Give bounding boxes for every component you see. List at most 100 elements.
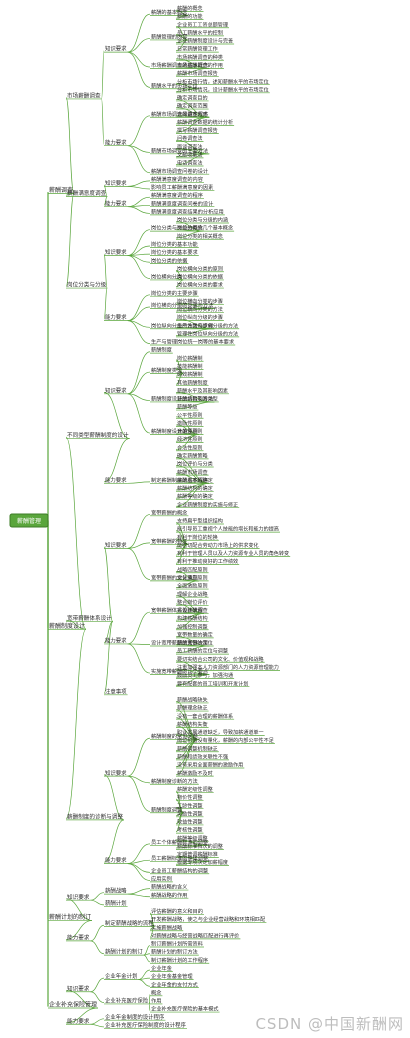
sub-topic[interactable]: 实施宽带薪酬的几个要点 [151, 667, 208, 675]
sub-topic[interactable]: 没有一套合理的薪酬体系 [177, 713, 233, 720]
sub-topic[interactable]: 市场薪酬调查的基本概念 [151, 61, 208, 69]
sub-topic[interactable]: 应用实例 [151, 875, 172, 883]
sub-topic[interactable]: 企业员工工资总额管理 [177, 21, 228, 28]
sub-topic[interactable]: 薪酬战略缺失 [177, 697, 208, 704]
sub-topic[interactable]: 薪酬结构失衡 [177, 721, 208, 728]
sub-topic[interactable]: 有利于管理人员以及人力资源专业人员的角色转变 [177, 550, 289, 557]
sub-topic[interactable]: 岗位分类的基本要求 [151, 248, 199, 256]
sub-topic[interactable]: 能力要求 [105, 138, 127, 146]
sub-topic[interactable]: 其他薪酬制度 [177, 379, 208, 386]
sub-topic[interactable]: 薪酬等级调整 [177, 835, 208, 842]
sub-topic[interactable]: 没有采用全面薪酬的激励作用 [177, 762, 243, 769]
sub-topic[interactable]: 分析市场行情，述知薪酬水平的市场定位 [177, 78, 269, 85]
sub-topic[interactable]: 薪酬制度的诊断与调整 [67, 812, 123, 820]
sub-topic[interactable]: 薪酬制度 [151, 346, 172, 354]
sub-topic[interactable]: 宽带薪酬体系设计 [67, 614, 112, 622]
sub-topic[interactable]: 薪酬管理的内容 [151, 33, 187, 41]
sub-topic[interactable]: 物价性调整 [177, 794, 202, 801]
sub-topic[interactable]: 知识要求 [105, 179, 127, 187]
sub-topic[interactable]: 企业年金计划 [105, 972, 137, 980]
sub-topic[interactable]: 宽带薪酬的特征 [151, 537, 187, 545]
sub-topic[interactable]: 开发薪酬战略，使之与企业经营战略和环境相匹配 [151, 915, 266, 923]
sub-topic[interactable]: 完善薪酬调查 [177, 607, 208, 614]
sub-topic[interactable]: 能力要求 [67, 1017, 90, 1025]
sub-topic[interactable]: 鼓励员工参与，加强沟通 [177, 672, 233, 679]
sub-topic[interactable]: 企业年金的支付方式 [151, 980, 199, 988]
sub-topic[interactable]: 奖励性调整 [177, 810, 202, 817]
sub-topic[interactable]: 能力要求 [105, 637, 127, 645]
sub-topic[interactable]: 薪酬战略的含义 [151, 883, 187, 891]
sub-topic[interactable]: 竞争性原则 [177, 428, 202, 435]
sub-topic[interactable]: 薪酬市场调查报告 [177, 70, 218, 77]
sub-topic[interactable]: 面谈调查法 [177, 143, 202, 150]
sub-topic[interactable]: 战略匹配原则 [177, 566, 208, 573]
sub-topic[interactable]: 薪酬调查数据的统计分析 [177, 119, 233, 126]
sub-topic[interactable]: 对薪酬战略与经营战略匹配进行再评价 [151, 931, 240, 939]
sub-topic[interactable]: 薪酬战略的作用 [151, 891, 187, 899]
sub-topic[interactable]: 评估薪酬的意义和目的 [151, 907, 203, 915]
sub-topic[interactable]: 有利于岗位的轮换 [177, 534, 218, 541]
sub-topic[interactable]: 绩效薪酬制 [177, 371, 202, 378]
sub-topic[interactable]: 根据专项决定加薪幅度 [177, 859, 228, 866]
branch-topic[interactable]: 薪酬计划的制订 [49, 913, 91, 921]
sub-topic[interactable]: 薪酬市场调查的主要方法 [151, 146, 208, 154]
sub-topic[interactable]: 岗位分类的几个基本概念 [177, 225, 233, 232]
sub-topic[interactable]: 岗位横向分类的要求 [177, 282, 223, 289]
sub-topic[interactable]: 员工薪酬水平的控制 [177, 29, 223, 36]
sub-topic[interactable]: 岗位横向分类的步骤与方法 [151, 301, 213, 309]
sub-topic[interactable]: 要有配套的员工培训和开发计划 [177, 680, 248, 687]
sub-topic[interactable]: 宽带薪酬的概念 [151, 508, 187, 516]
sub-topic[interactable]: 全面激励原则 [177, 583, 208, 590]
sub-topic[interactable]: 岗位分类与分级 [67, 281, 107, 289]
sub-topic[interactable]: 设计宽带薪酬的关键决策 [151, 639, 209, 647]
sub-topic[interactable]: 注重加强本人力资源部门的人力资源管理能力 [177, 664, 279, 671]
sub-topic[interactable]: 岗位分类与分级的内涵 [177, 217, 228, 224]
sub-topic[interactable]: 注意事项 [105, 687, 127, 695]
sub-topic[interactable]: 知识要求 [67, 984, 90, 992]
sub-topic[interactable]: 薪酬市场调查 [177, 469, 208, 476]
sub-topic[interactable]: 整合岗位评价 [177, 599, 208, 606]
sub-topic[interactable]: 定期普调薪酬标准 [177, 851, 218, 858]
sub-topic[interactable]: 薪酬制度设计的原则 [151, 427, 198, 435]
sub-topic[interactable]: 薪酬水平及其影响因素 [177, 387, 228, 394]
sub-topic[interactable]: 经济性原则 [177, 436, 202, 443]
sub-topic[interactable]: 薪酬市场调查的基本程序 [151, 110, 208, 118]
sub-topic[interactable]: 制订薪酬计划所需资料 [151, 940, 203, 948]
sub-topic[interactable]: 岗位分类与分级的概念 [151, 224, 203, 232]
sub-topic[interactable]: 撰写薪酬调查报告 [177, 127, 218, 134]
sub-topic[interactable]: 薪酬等级的确定 [177, 493, 213, 500]
sub-topic[interactable]: 知识要求 [105, 541, 127, 549]
branch-topic[interactable]: 薪酬制度设计 [49, 622, 85, 630]
sub-topic[interactable]: 市场薪酬调查 [67, 92, 101, 100]
sub-topic[interactable]: 薪酬调整机制缺乏 [177, 745, 218, 752]
sub-topic[interactable]: 企业补充医疗保险制度的设计程序 [105, 1021, 186, 1029]
sub-topic[interactable]: 薪酬理念缺乏 [177, 705, 208, 712]
sub-topic[interactable]: 理解企业战略 [177, 591, 208, 598]
sub-topic[interactable]: 分析市场情况，设计薪酬水平的市场定位 [177, 86, 269, 93]
sub-topic[interactable]: 薪酬的基本概念 [151, 8, 187, 16]
sub-topic[interactable]: 考核性调整 [177, 827, 202, 834]
sub-topic[interactable]: 有利于推动良好的工作绩效 [177, 558, 238, 565]
sub-topic[interactable]: 问卷调查法 [177, 135, 202, 142]
sub-topic[interactable]: 日常薪酬管理工作 [177, 46, 218, 53]
sub-topic[interactable]: 制定薪酬制度的基本程序 [151, 476, 208, 484]
sub-topic[interactable]: 概念 [151, 988, 161, 996]
sub-topic[interactable]: 管理性岗位纵向分级的方法 [177, 330, 238, 337]
sub-topic[interactable]: 岗位纵向分级的方法与步骤 [151, 321, 213, 329]
sub-topic[interactable]: 薪酬满意度调查的程序 [151, 191, 203, 199]
sub-topic[interactable]: 员工个体薪酬标准的调整 [151, 838, 208, 846]
sub-topic[interactable]: 市场薪酬调查的作用 [177, 62, 223, 69]
sub-topic[interactable]: 岗位横向分类的原则 [177, 265, 223, 272]
sub-topic[interactable]: 能引导员工重视个人技能的增长和能力的提高 [177, 526, 279, 533]
sub-topic[interactable]: 影响员工薪酬满意度的因素 [151, 183, 213, 191]
sub-topic[interactable]: 薪酬计划 [105, 899, 127, 907]
sub-topic[interactable]: 激励性原则 [177, 420, 202, 427]
sub-topic[interactable]: 技能薪酬制 [177, 363, 202, 370]
sub-topic[interactable]: 能力要求 [105, 313, 127, 321]
sub-topic[interactable]: 岗位分类的主要步骤 [151, 289, 198, 297]
sub-topic[interactable]: 薪酬满意度调查 [67, 189, 107, 197]
sub-topic[interactable]: 制订薪酬计划的工作程序 [151, 956, 208, 964]
sub-topic[interactable]: 岗位纵向分级的步骤 [177, 314, 223, 321]
sub-topic[interactable]: 员工薪酬的定位与调整 [177, 648, 228, 655]
sub-topic[interactable]: 薪酬制度诊断的方法 [151, 777, 198, 785]
